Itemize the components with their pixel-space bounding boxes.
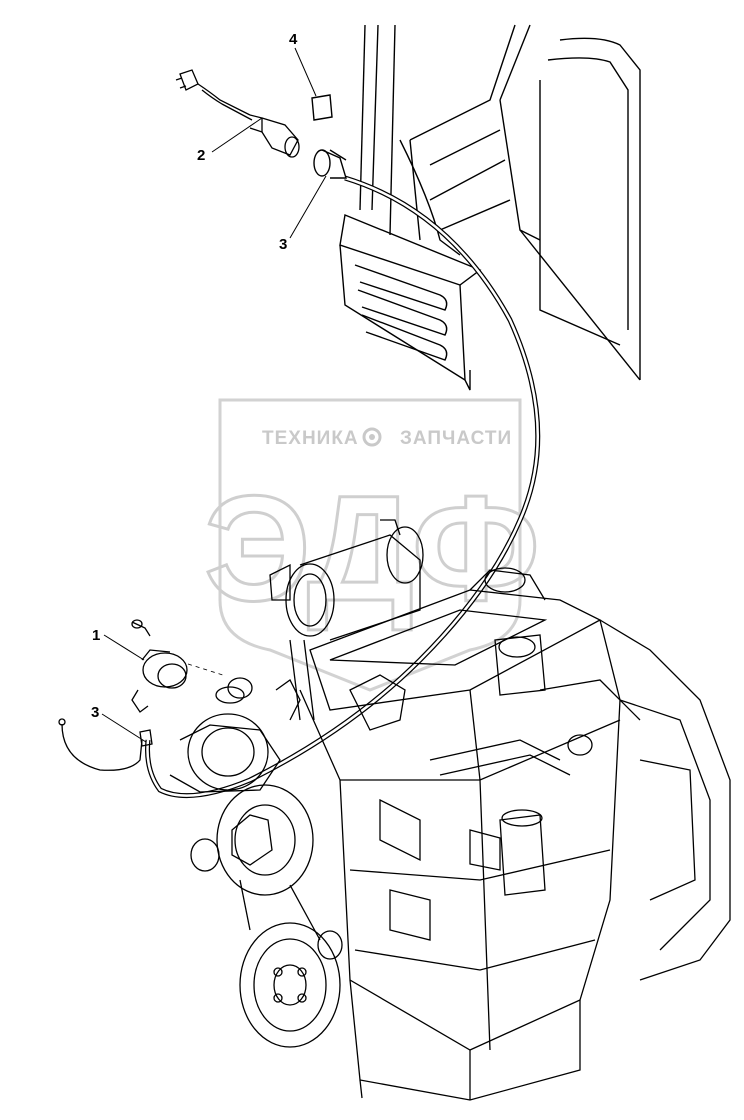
watermark-left-word: ТЕХНИКА [262,428,359,449]
engine-drawing [169,519,731,1101]
connector-part-2 [175,69,300,158]
callout-4: 4 [289,31,298,48]
leader-4 [294,47,317,97]
callout-leaders [101,47,327,743]
nut-part-3-upper [313,149,347,179]
cab-drawing [339,24,641,391]
callout-2: 2 [197,147,205,164]
callout-3-upper: 3 [279,236,287,253]
watermark-shield [218,398,522,692]
plate-part-4 [311,94,333,121]
leader-2 [211,117,263,153]
leader-3-lower [101,713,147,743]
callout-3-lower: 3 [91,704,99,721]
sender-part-1 [131,619,227,713]
leader-3-upper [289,175,327,239]
watermark-logo: ЭДФ [204,464,540,632]
watermark: ТЕХНИКА ЗАПЧАСТИ ЭДФ [203,398,541,692]
callout-labels: 4 2 3 1 3 [91,31,298,721]
callout-1: 1 [92,627,100,644]
leader-1 [103,634,145,661]
watermark-right-word: ЗАПЧАСТИ [400,428,512,449]
cable-end-part-3-lower [58,718,153,771]
gear-icon [362,427,382,447]
